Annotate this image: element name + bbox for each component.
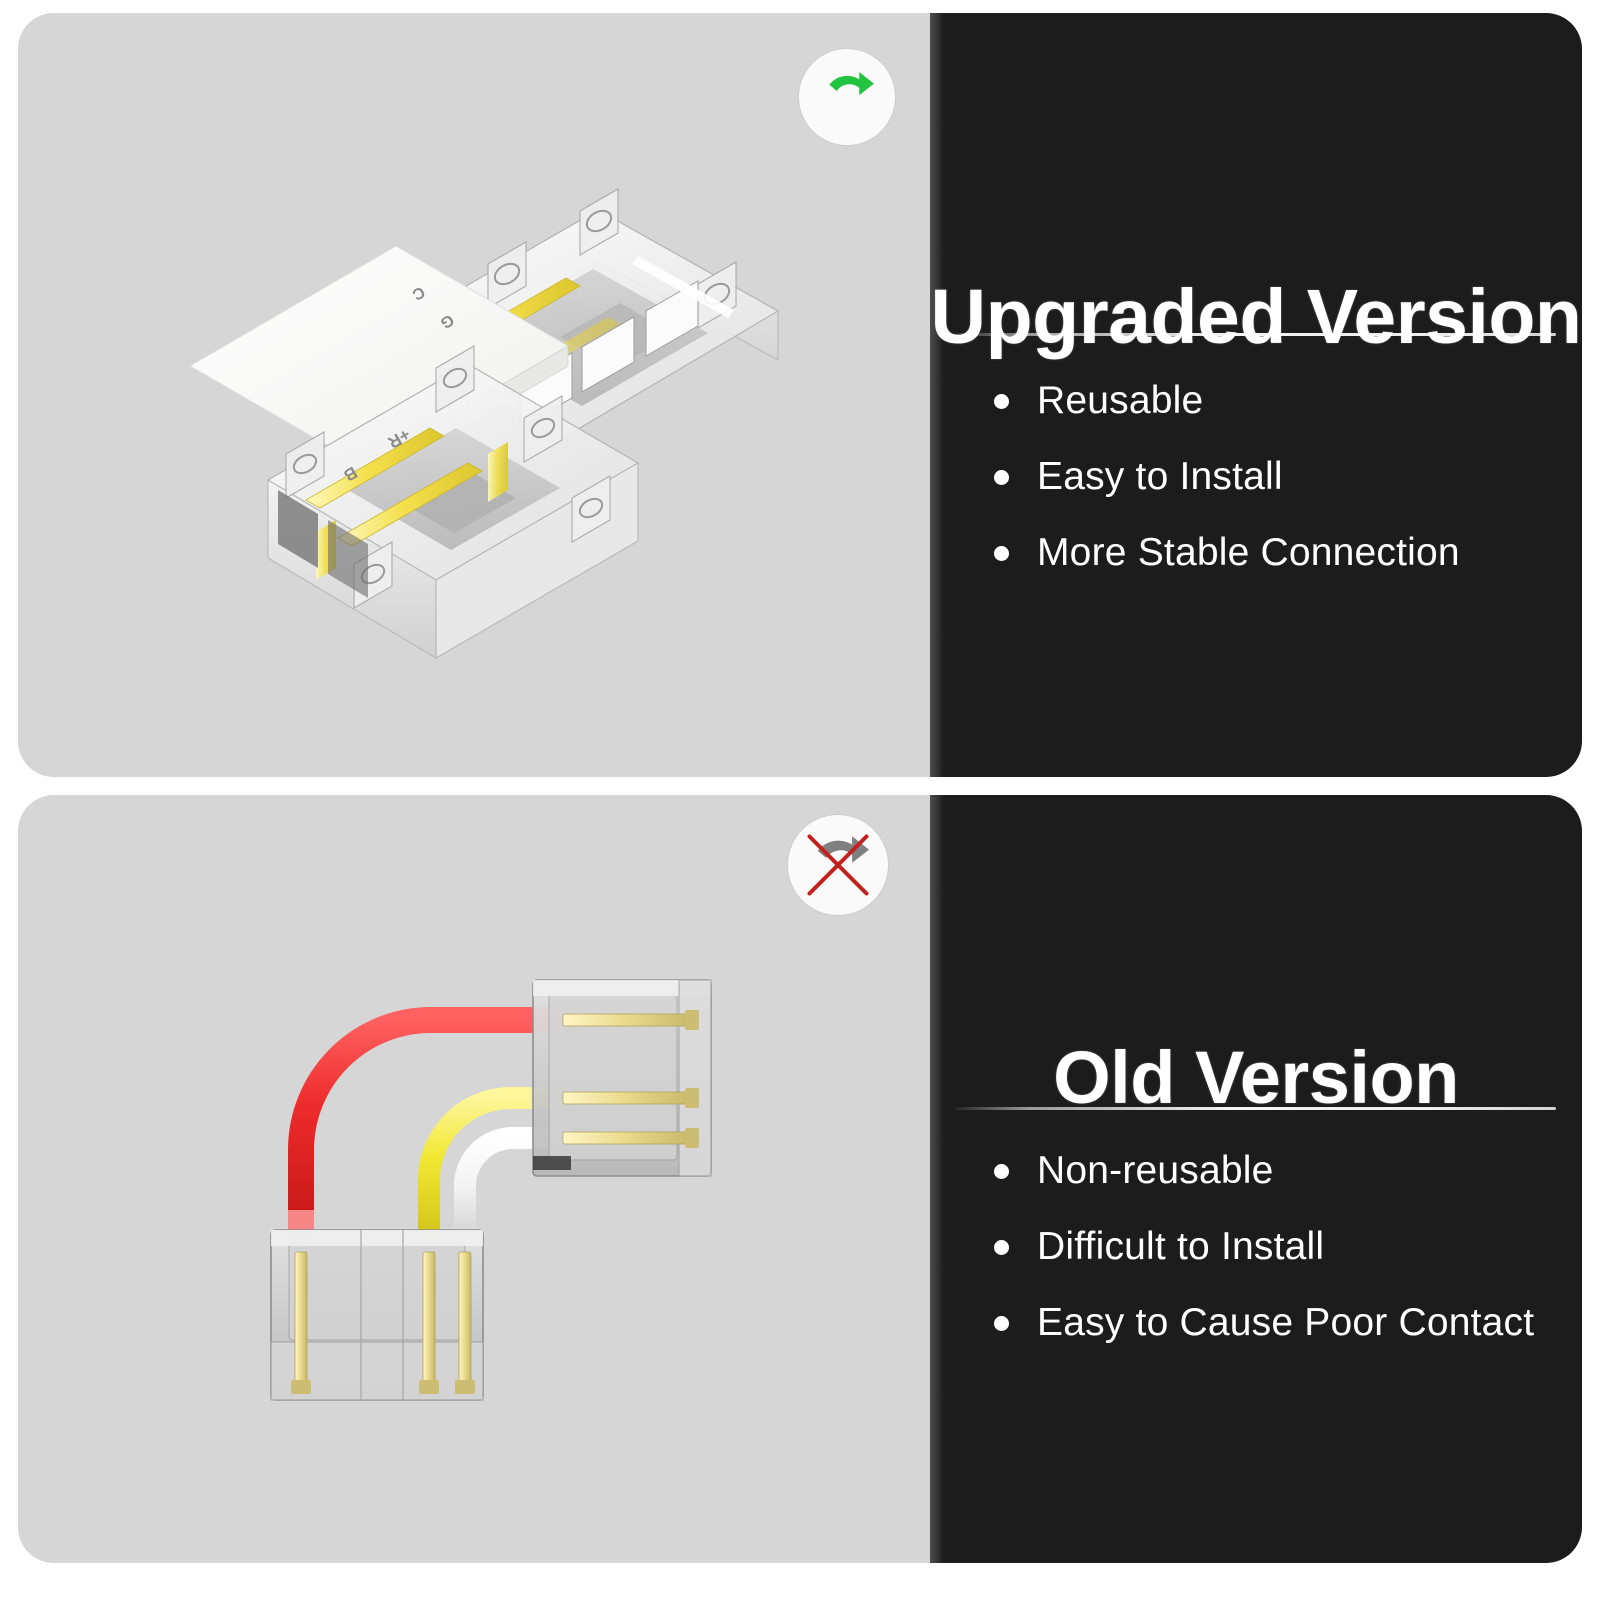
- recycle-crossed-out-icon: [807, 834, 869, 896]
- bullet-dot-icon: [994, 469, 1009, 485]
- panel-upgraded-version: C G: [18, 13, 1582, 777]
- feature-label: Easy to Install: [1037, 455, 1283, 498]
- feature-label: Non-reusable: [1037, 1149, 1274, 1192]
- feature-list-old: Non-reusable Difficult to Install Easy t…: [994, 1133, 1558, 1361]
- product-image-upgraded: C G: [18, 13, 930, 777]
- feature-label: Reusable: [1037, 379, 1204, 422]
- page-title-upgraded: Upgraded Version: [930, 273, 1582, 360]
- title-divider: [956, 333, 1556, 336]
- product-image-old: [18, 795, 930, 1563]
- title-divider: [956, 1107, 1556, 1110]
- pane-seam: [930, 795, 944, 1563]
- bullet-dot-icon: [994, 545, 1009, 561]
- page-title-old: Old Version: [1053, 1035, 1459, 1119]
- list-item: Easy to Cause Poor Contact: [994, 1285, 1558, 1361]
- recycle-icon: [829, 72, 874, 95]
- feature-label: More Stable Connection: [1037, 531, 1460, 574]
- list-item: Non-reusable: [994, 1133, 1558, 1209]
- feature-label: Easy to Cause Poor Contact: [1037, 1301, 1535, 1344]
- bullet-dot-icon: [994, 1315, 1009, 1331]
- recycle-badge: [799, 49, 895, 145]
- connector-block-upper: [532, 979, 712, 1177]
- text-pane-old: Old Version Non-reusable Difficult to In…: [930, 795, 1582, 1563]
- panel-old-version: Old Version Non-reusable Difficult to In…: [18, 795, 1582, 1563]
- list-item: Easy to Install: [994, 439, 1558, 515]
- cross-out-icon: [807, 834, 869, 896]
- l-shaped-connector-render: C G: [189, 188, 780, 659]
- wired-corner-connector-render: [270, 979, 712, 1401]
- feature-label: Difficult to Install: [1037, 1225, 1325, 1268]
- bullet-dot-icon: [994, 1239, 1009, 1255]
- connector-block-lower: [270, 1229, 484, 1401]
- bullet-dot-icon: [994, 393, 1009, 409]
- text-pane-upgraded: Upgraded Version Reusable Easy to Instal…: [930, 13, 1582, 777]
- feature-list-upgraded: Reusable Easy to Install More Stable Con…: [994, 363, 1558, 591]
- no-recycle-badge: [788, 815, 888, 915]
- list-item: Difficult to Install: [994, 1209, 1558, 1285]
- bullet-dot-icon: [994, 1163, 1009, 1179]
- list-item: Reusable: [994, 363, 1558, 439]
- pane-seam: [930, 13, 944, 777]
- list-item: More Stable Connection: [994, 515, 1558, 591]
